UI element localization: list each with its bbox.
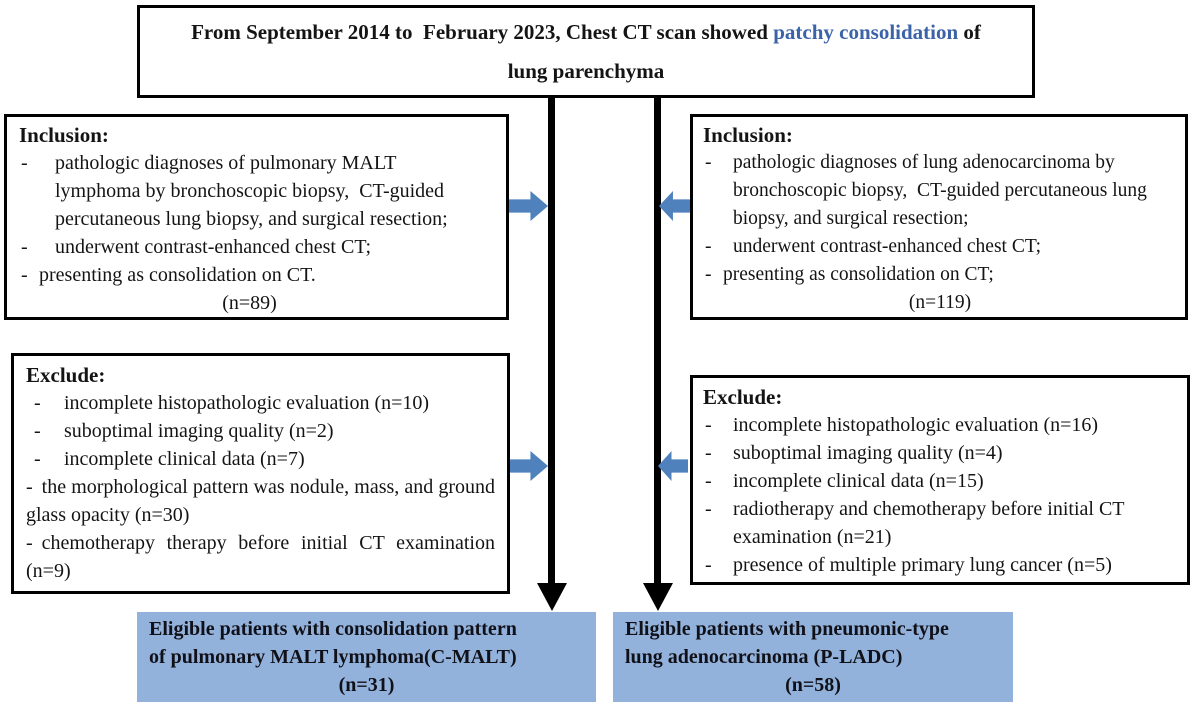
top-line1-suffix: of [958, 20, 981, 45]
dash-bullet [19, 233, 55, 261]
top-line1-highlight: patchy consolidation [773, 20, 959, 45]
dash-bullet [26, 445, 64, 473]
result-line: lung adenocarcinoma (P-LADC) [625, 646, 903, 668]
exclude-box-malt: Exclude: incomplete histopathologic eval… [11, 353, 510, 594]
list-item: incomplete clinical data (n=7) [26, 445, 495, 473]
top-box-line2: lung parenchyma [507, 58, 665, 83]
list-item: suboptimal imaging quality (n=2) [26, 417, 495, 445]
list-item: incomplete histopathologic evaluation (n… [26, 389, 495, 417]
flow-arrow-left-exclude-icon [658, 451, 688, 481]
top-line1-prefix: From September 2014 to February 2023, Ch… [191, 20, 774, 45]
dash-bullet [703, 233, 733, 261]
cohort-count: (n=119) [908, 292, 972, 313]
down-arrow-right-stem [654, 97, 661, 583]
flow-arrow-left-inclusion-icon [659, 191, 690, 221]
down-arrow-left-stem [548, 97, 555, 583]
result-line: of pulmonary MALT lymphoma(C-MALT) [149, 646, 517, 668]
list-item: chemotherapy therapy before initial CT e… [26, 529, 495, 585]
list-item: underwent contrast-enhanced chest CT; [19, 233, 480, 261]
flow-arrow-right-inclusion-icon [509, 191, 548, 221]
result-count: (n=58) [785, 674, 841, 696]
inclusion-title: Inclusion: [19, 123, 109, 147]
exclude-title: Exclude: [26, 363, 106, 387]
list-item: the morphological pattern was nodule, ma… [26, 473, 495, 529]
list-item: suboptimal imaging quality (n=4) [703, 439, 1179, 467]
result-line: Eligible patients with consolidation pat… [149, 618, 517, 640]
list-item: pathologic diagnoses of lung adenocarcin… [703, 149, 1177, 233]
list-item: presenting as consolidation on CT; [703, 261, 1177, 289]
dash-bullet [703, 411, 733, 439]
top-box-line1: From September 2014 to February 2023, Ch… [191, 18, 981, 46]
result-box-pladc: Eligible patients with pneumonic-type lu… [613, 612, 1013, 702]
list-item: radiotherapy and chemotherapy before ini… [703, 495, 1179, 551]
cohort-count: (n=89) [222, 292, 277, 314]
down-arrow-left-head-icon [537, 583, 567, 611]
flow-arrow-right-exclude-icon [509, 451, 548, 481]
source-population-box: From September 2014 to February 2023, Ch… [137, 5, 1035, 98]
result-line: Eligible patients with pneumonic-type [625, 618, 949, 640]
dash-bullet [703, 467, 733, 495]
dash-bullet [703, 495, 733, 523]
inclusion-title: Inclusion: [703, 123, 793, 147]
dash-bullet [26, 532, 42, 554]
dash-bullet [703, 261, 723, 289]
dash-bullet [703, 149, 733, 177]
inclusion-box-malt: Inclusion: pathologic diagnoses of pulmo… [4, 114, 509, 320]
exclude-title: Exclude: [703, 385, 783, 409]
dash-bullet [703, 551, 733, 579]
result-count: (n=31) [338, 674, 395, 696]
down-arrow-right-head-icon [643, 583, 673, 611]
list-item: incomplete histopathologic evaluation (n… [703, 411, 1179, 439]
list-item: underwent contrast-enhanced chest CT; [703, 233, 1177, 261]
inclusion-box-ladc: Inclusion: pathologic diagnoses of lung … [690, 114, 1188, 320]
dash-bullet [703, 439, 733, 467]
dash-bullet [19, 149, 55, 177]
dash-bullet [26, 417, 64, 445]
list-item: presence of multiple primary lung cancer… [703, 551, 1179, 579]
list-item: presenting as consolidation on CT. [19, 261, 480, 289]
dash-bullet [19, 261, 39, 289]
result-box-cmalt: Eligible patients with consolidation pat… [137, 612, 596, 702]
list-item: pathologic diagnoses of pulmonary MALT l… [19, 149, 480, 233]
dash-bullet [26, 476, 42, 498]
dash-bullet [26, 389, 64, 417]
exclude-box-ladc: Exclude: incomplete histopathologic eval… [690, 375, 1190, 585]
list-item: incomplete clinical data (n=15) [703, 467, 1179, 495]
